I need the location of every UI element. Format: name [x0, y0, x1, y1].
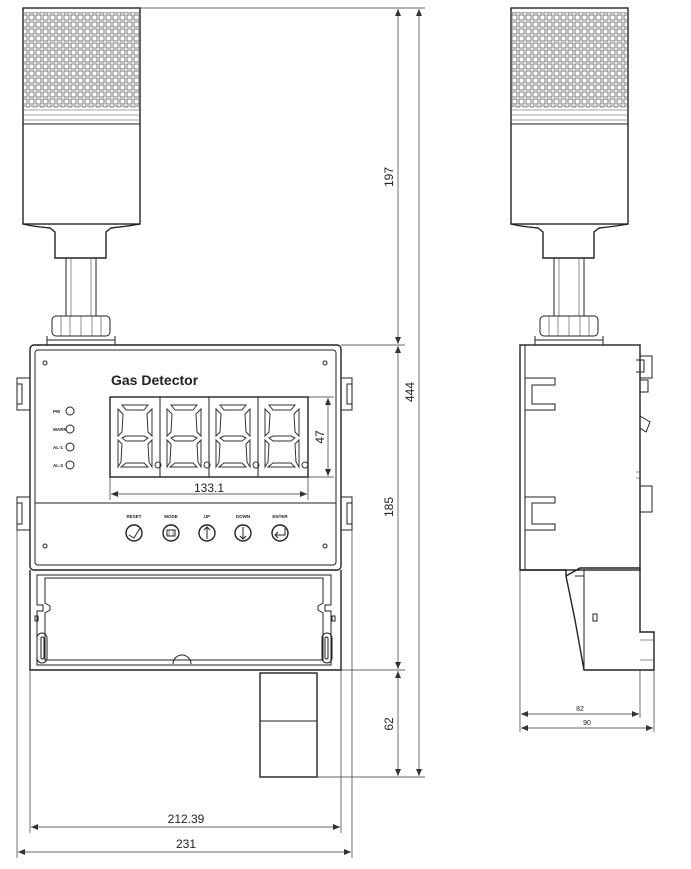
- digit-3: [215, 404, 260, 469]
- enclosure-side: [519, 344, 653, 571]
- led-al1: [65, 442, 75, 452]
- front-view: Gas Detector PW WARN AL-1 AL-2: [16, 7, 425, 858]
- led-label-al1: AL-1: [53, 445, 63, 450]
- signal-tower-front: [22, 7, 141, 345]
- led-indicators: PW WARN AL-1 AL-2: [53, 406, 75, 470]
- enclosure-front: [16, 344, 353, 571]
- mode-button-label: MODE: [164, 514, 178, 519]
- dim-display-width-label: 133.1: [194, 481, 224, 495]
- enter-button-label: ENTER: [272, 514, 288, 519]
- reset-button[interactable]: RESET: [125, 514, 143, 542]
- dim-front-width-total-label: 231: [176, 837, 196, 851]
- up-button-label: UP: [204, 514, 210, 519]
- panel-title: Gas Detector: [111, 372, 199, 388]
- sensor-head-front: [259, 672, 318, 778]
- reset-button-label: RESET: [126, 514, 141, 519]
- side-view: 82 90: [510, 7, 655, 732]
- dim-tower-height-label: 197: [382, 167, 396, 187]
- dim-front-width-inner-label: 212.39: [168, 812, 205, 826]
- enter-button[interactable]: ENTER: [271, 514, 289, 542]
- dim-display-height: 47: [308, 396, 334, 478]
- dim-display-width: 133.1: [109, 477, 309, 500]
- dim-front-width-total: 231: [16, 530, 353, 858]
- dim-sensor-height-label: 62: [382, 717, 396, 731]
- digit-1: [117, 404, 162, 469]
- down-button[interactable]: DOWN: [234, 514, 252, 542]
- dim-vertical-right: 197 185 62 444: [140, 7, 425, 778]
- dim-side-depth-total: 90: [521, 670, 655, 732]
- led-label-al2: AL-2: [53, 463, 63, 468]
- dim-display-height-label: 47: [313, 430, 327, 444]
- signal-tower-side: [510, 7, 629, 345]
- dim-body-height-label: 185: [382, 497, 396, 517]
- dim-total-height-label: 444: [403, 382, 417, 402]
- dim-front-width-inner: 212.39: [29, 670, 342, 833]
- terminal-section-side: [520, 567, 655, 671]
- led-al2: [65, 460, 75, 470]
- led-pw: [65, 406, 75, 416]
- seven-segment-display: [109, 396, 309, 478]
- control-buttons: RESET MODE UP DOWN ENT: [125, 514, 289, 542]
- led-label-warn: WARN: [53, 427, 67, 432]
- led-warn: [65, 424, 75, 434]
- digit-4: [264, 404, 309, 469]
- mode-button[interactable]: MODE: [162, 514, 180, 542]
- down-button-label: DOWN: [236, 514, 250, 519]
- up-button[interactable]: UP: [198, 514, 216, 542]
- dim-side-depth-inner: 82: [519, 570, 641, 732]
- digit-2: [166, 404, 211, 469]
- led-label-pw: PW: [53, 409, 61, 414]
- dim-side-depth-inner-label: 82: [576, 706, 584, 713]
- dim-side-depth-total-label: 90: [583, 720, 591, 727]
- terminal-section-front: [29, 570, 342, 671]
